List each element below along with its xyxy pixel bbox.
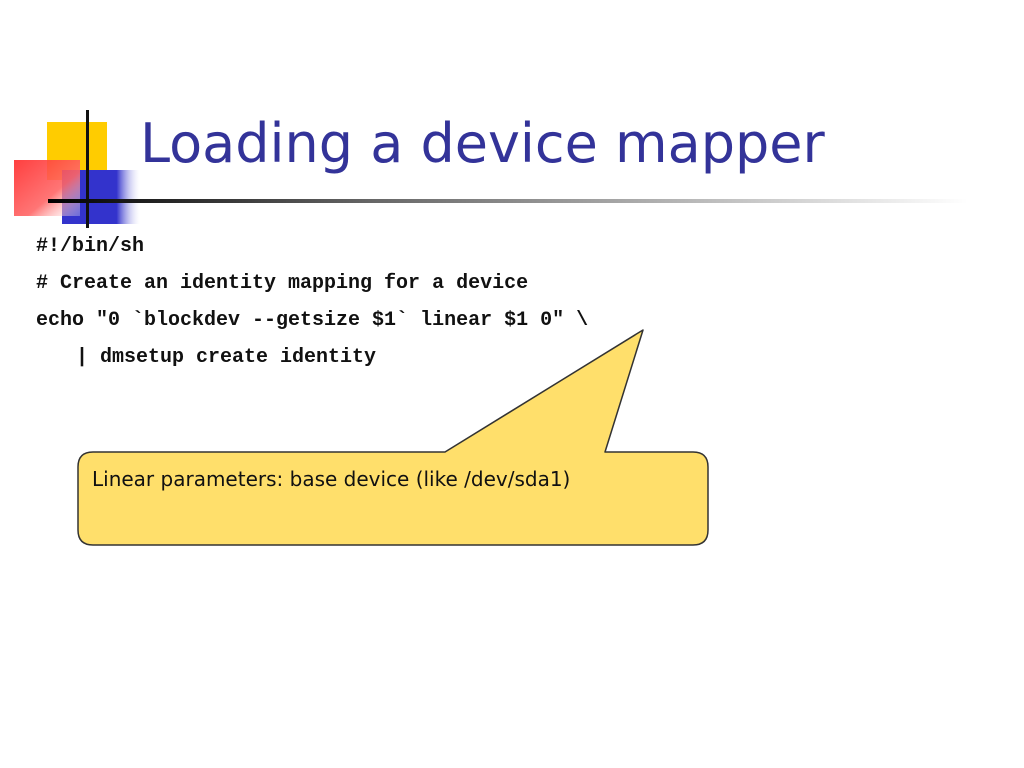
title-decoration	[14, 110, 968, 228]
code-line-echo: echo "0 `blockdev --getsize $1` linear $…	[36, 309, 589, 332]
code-block: #!/bin/sh # Create an identity mapping f…	[36, 232, 588, 380]
code-line-comment: # Create an identity mapping for a devic…	[36, 272, 529, 295]
callout-text: Linear parameters: base device (like /de…	[92, 467, 571, 491]
code-line-shebang: #!/bin/sh	[36, 235, 145, 258]
code-line-dmsetup: | dmsetup create identity	[76, 346, 377, 369]
decor-red-square	[14, 160, 80, 216]
decor-vertical-line	[86, 110, 89, 228]
title-underline	[48, 199, 968, 203]
slide-title: Loading a device mapper	[140, 112, 825, 175]
